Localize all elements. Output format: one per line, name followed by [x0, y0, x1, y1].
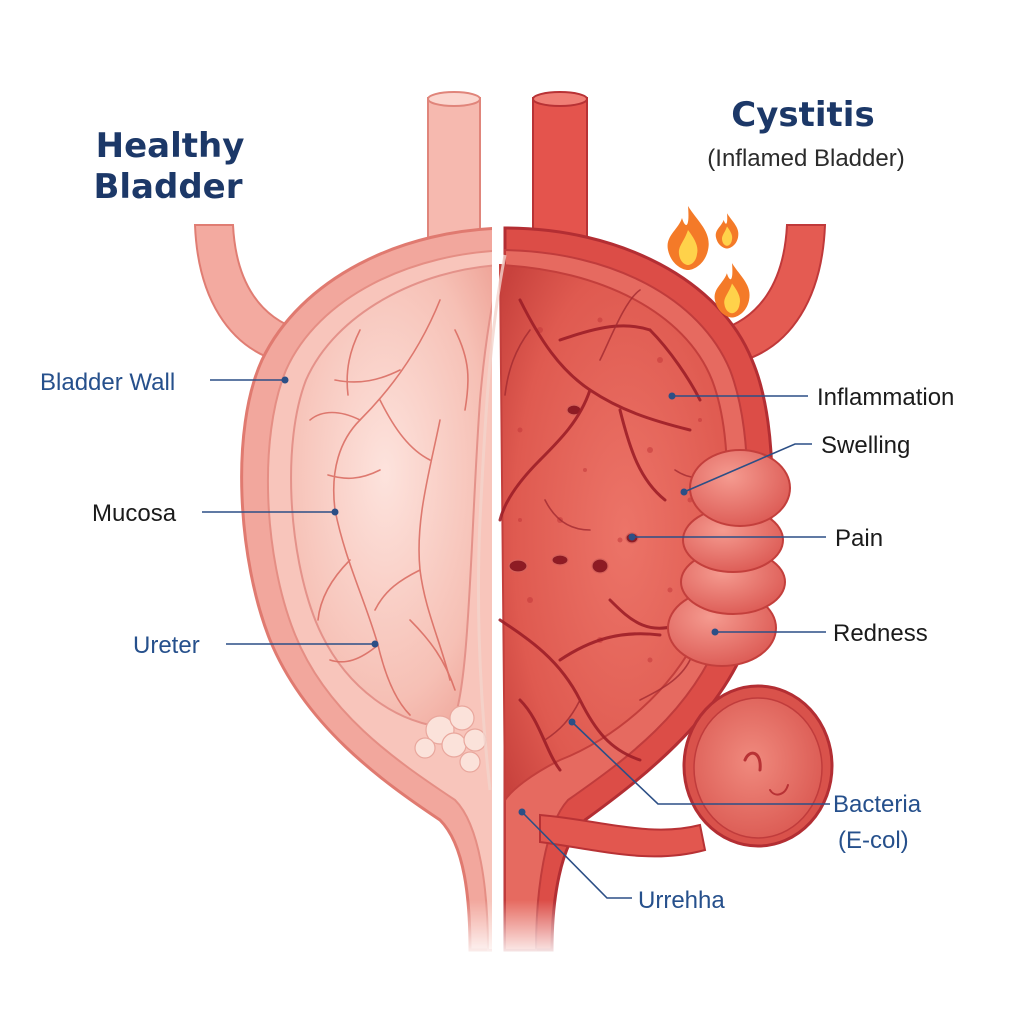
inflamed-bladder — [498, 91, 827, 952]
healthy-title-line2: Bladder — [93, 167, 242, 207]
healthy-title-line1: Healthy — [96, 126, 245, 166]
label-mucosa: Mucosa — [92, 500, 177, 527]
label-redness: Redness — [833, 620, 928, 647]
flame-icon — [667, 206, 709, 270]
bottom-fade — [420, 900, 620, 960]
swelling-lumps — [667, 449, 791, 667]
label-bacteria-line2: (E-col) — [838, 827, 909, 854]
label-bacteria-line1: Bacteria — [833, 791, 922, 818]
cystitis-title: Cystitis — [731, 95, 874, 135]
label-bladder-wall: Bladder Wall — [40, 369, 175, 396]
cystitis-subtitle: (Inflamed Bladder) — [707, 145, 904, 172]
healthy-bladder — [193, 91, 492, 952]
flame-icon — [715, 213, 739, 249]
flame-icon — [714, 263, 750, 318]
label-pain: Pain — [835, 525, 883, 552]
bacteria-cluster — [539, 684, 834, 858]
label-urethra: Urrehha — [638, 887, 725, 914]
label-inflammation: Inflammation — [817, 384, 954, 411]
division-line — [476, 254, 507, 791]
label-ureter: Ureter — [133, 632, 200, 659]
leader-lines — [202, 376, 830, 899]
label-swelling: Swelling — [821, 432, 910, 459]
